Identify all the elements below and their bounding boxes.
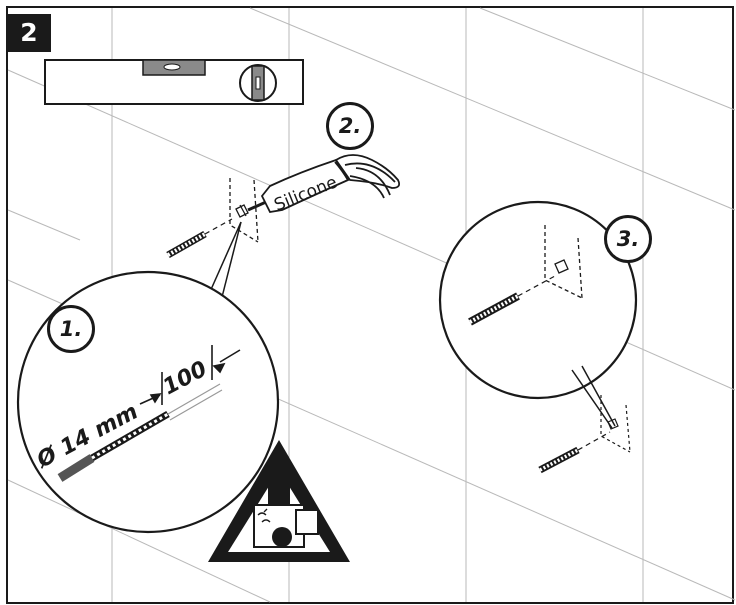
callout-1: 1. xyxy=(47,305,95,353)
callout-2: 2. xyxy=(326,102,374,150)
drill-hole-marker xyxy=(229,178,259,243)
silicone-tube-icon xyxy=(247,154,401,213)
depth-dimension xyxy=(139,345,241,405)
insert-hole-marker xyxy=(544,225,583,299)
warning-triangle-icon xyxy=(208,440,350,562)
spirit-level-icon xyxy=(44,59,304,105)
drill-bit-icon xyxy=(57,383,223,482)
zoom-leader-3 xyxy=(571,365,616,429)
step-number-badge: 2 xyxy=(7,14,51,52)
callout-3: 3. xyxy=(604,215,652,263)
wall-plug-icon xyxy=(468,275,556,326)
zoom-circle-insert xyxy=(438,200,638,400)
wall-plug-icon xyxy=(538,431,611,474)
wall-plug-icon xyxy=(166,218,233,259)
insert-hole-marker-small xyxy=(600,395,631,453)
